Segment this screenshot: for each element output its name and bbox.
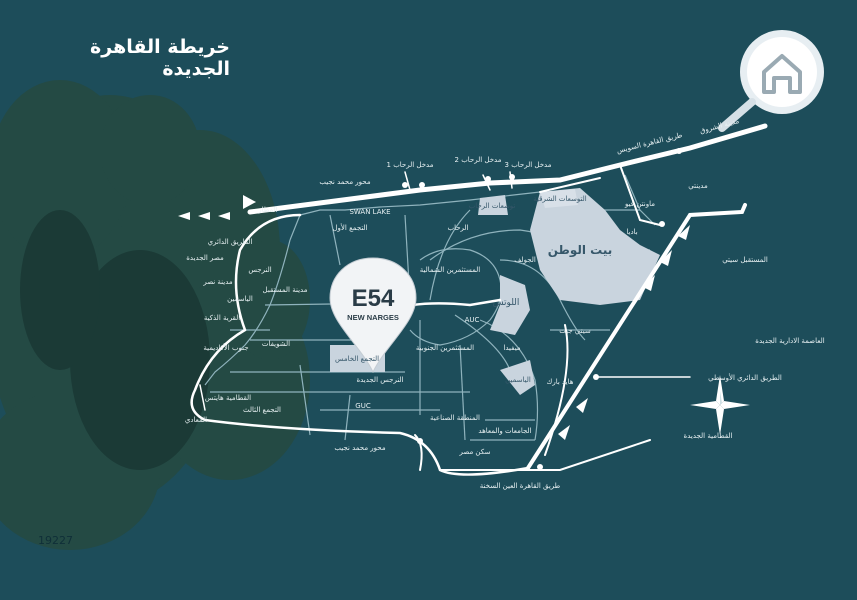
arrow-icon [218,212,230,220]
map-label: مدينتي [688,182,708,190]
map-label: مدينة المستقبل [263,286,308,294]
map-label: ماونتن فيو [624,200,655,208]
map-label: الرحاب [448,224,469,232]
map-label: AUC [465,316,480,324]
map-label: محور محمد نجيب [319,178,370,186]
zone-label: التوسعات الشرقية [533,195,586,203]
map-label: سكن مصر [459,448,491,456]
map-label: المستقبل سيتي [722,256,768,264]
house-logo-icon [740,30,824,114]
zone-label: الياسمين [505,376,531,384]
map-label: الياسمين [227,295,253,303]
e54-marker[interactable]: E54 NEW NARGES [329,198,417,374]
map-label: التجمع الثالث [243,406,281,414]
map-label: القطامية هايتس [205,394,251,402]
map-label: مدخل الرحاب 2 [455,156,502,164]
arrow-icon [660,250,672,266]
map-label: المستثمرين الشمالية [420,266,481,274]
map-label: النرجس الجديدة [356,376,403,384]
map-label: SWAN LAKE [349,208,390,216]
airport-icon [243,195,256,209]
map-label: المنطقة الصناعية [430,414,480,422]
map-label: الجامعات والمعاهد [478,427,531,435]
marker-code: E54 [352,285,395,312]
arrow-icon [198,212,210,220]
zone-label: التجمع الخامس [335,355,379,363]
junction-dots [402,148,682,470]
zone-label: اللوتس [493,298,520,308]
compass-rose-icon [690,375,750,435]
footer-phone: 19227 [38,534,73,547]
page-title: خريطة القاهرة الجديدة [90,36,230,80]
zone-label: توسعات الرحاب [469,202,516,210]
map-label: المستثمرين الجنوبية [416,344,474,352]
map-label: التجمع الأول [332,223,367,232]
map-label: مصر الجديدة [186,254,224,262]
map-label: المطار [257,206,277,214]
marker-name: NEW NARGES [347,313,399,322]
arrow-icon [643,275,655,291]
arrow-icon [678,225,690,240]
tree-shadow [20,210,210,470]
arrow-icon [178,212,190,220]
arrow-icon [576,398,588,413]
map-label: مدينة نصر [202,278,233,286]
map-label: مدخل الرحاب 3 [505,161,552,169]
map-label: مدخل الرحاب 1 [387,161,434,169]
map-label: طريق القاهرة العين السخنة [480,482,561,490]
map-label: هايد بارك [547,378,574,386]
magnifier-icon [718,98,756,132]
map-label: الطريق الدائري الأوسطي [708,373,782,382]
map-label: العاصمة الادارية الجديدة [755,337,824,345]
map-label: القرية الذكية [204,314,240,322]
map-label: جنوب الأكاديمية [203,343,248,352]
map-label: الجولف [514,256,536,264]
map-label: باديا [626,228,637,236]
map-label: GUC [355,402,371,410]
map-label: سيتي جيت [559,327,591,335]
map-label: الطريق الدائري [208,238,253,246]
map-label: القطامية الجديدة [684,432,733,440]
arrow-icon [558,425,570,440]
map-label: ميفيدا [503,344,520,352]
map-label: الشويفات [262,340,290,348]
arrows [178,195,690,440]
map-label: مدينة الشروق [699,117,740,135]
main-roads [190,123,768,476]
zone-label: بيت الوطن [548,243,613,258]
map-label: محور محمد نجيب [334,444,385,452]
map-label: المعادي [185,416,207,424]
map-label: النرجس [248,266,271,274]
